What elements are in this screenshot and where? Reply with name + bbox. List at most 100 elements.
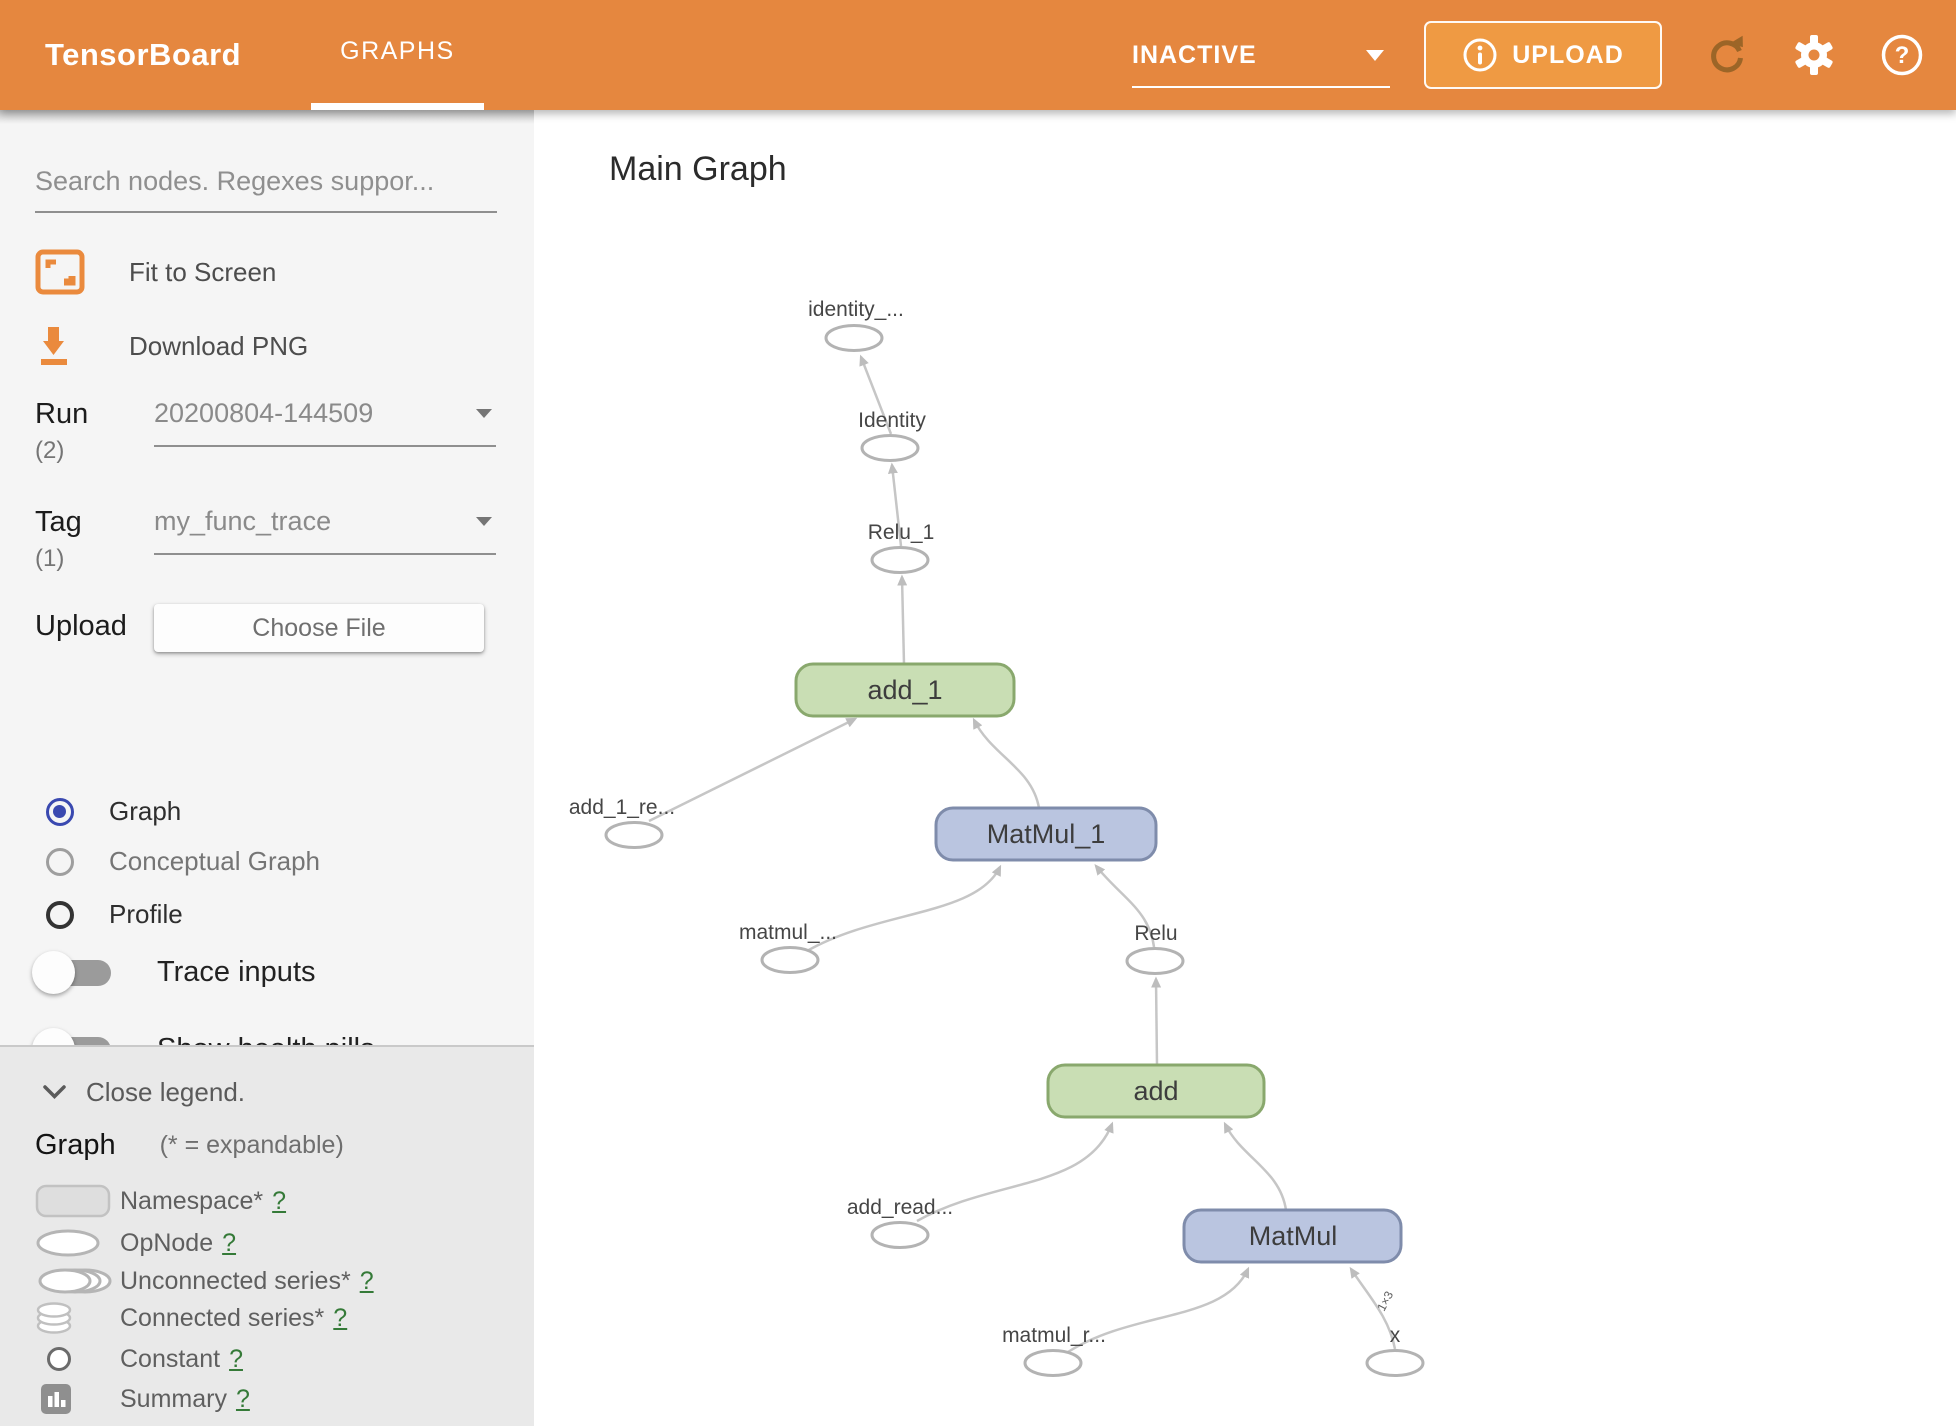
- constant-icon: [35, 1345, 125, 1373]
- fit-to-screen-label: Fit to Screen: [129, 256, 277, 287]
- node-add1-read-label: add_1_re...: [569, 796, 675, 819]
- help-icon: ?: [1881, 34, 1923, 76]
- node-add1[interactable]: [794, 662, 1016, 718]
- tag-select[interactable]: my_func_trace: [154, 506, 496, 555]
- node-matmul1[interactable]: [934, 806, 1158, 862]
- upload-button[interactable]: UPLOAD: [1424, 21, 1662, 89]
- chevron-down-icon: [476, 409, 492, 418]
- status-dropdown[interactable]: INACTIVE: [1132, 41, 1390, 88]
- refresh-button[interactable]: [1706, 34, 1748, 76]
- node-identity[interactable]: [860, 434, 920, 462]
- svg-text:?: ?: [1895, 42, 1910, 69]
- legend-item-constant: Constant?: [0, 1338, 534, 1380]
- node-identity-label: Identity: [858, 409, 926, 432]
- legend-item-connected-series: Connected series*?: [0, 1297, 534, 1339]
- tab-graphs[interactable]: GRAPHS: [311, 0, 484, 110]
- node-matmul1-read-label: matmul_...: [739, 921, 837, 944]
- main-graph-title: Main Graph: [609, 150, 787, 188]
- close-legend-label: Close legend.: [86, 1077, 245, 1107]
- edge-add1read-to-add1: [648, 717, 858, 823]
- trace-inputs-toggle[interactable]: Trace inputs: [32, 950, 316, 994]
- radio-graph-label: Graph: [109, 796, 182, 826]
- legend-constant-label: Constant: [120, 1344, 221, 1373]
- gear-icon: [1795, 35, 1833, 75]
- download-icon: [35, 323, 85, 369]
- choose-file-button[interactable]: Choose File: [154, 604, 484, 652]
- node-relu1[interactable]: [870, 546, 930, 574]
- node-add-read[interactable]: [870, 1221, 930, 1249]
- graph-namespace-nodes: add_1 MatMul_1 add MatMul: [794, 662, 1403, 1264]
- refresh-icon: [1711, 35, 1743, 73]
- node-add1-read[interactable]: [604, 821, 664, 849]
- edge-add-to-relu: [1151, 976, 1162, 1066]
- radio-graph[interactable]: Graph: [46, 796, 181, 827]
- header-shadow: [0, 110, 534, 124]
- legend-item-namespace: Namespace*?: [0, 1180, 534, 1222]
- download-png-label: Download PNG: [129, 330, 309, 361]
- legend-expandable-note: (* = expandable): [159, 1131, 344, 1159]
- summary-help-link[interactable]: ?: [235, 1384, 250, 1413]
- node-matmul[interactable]: [1182, 1208, 1403, 1264]
- status-dropdown-value: INACTIVE: [1132, 40, 1257, 69]
- node-add1-label: add_1: [867, 675, 942, 705]
- node-x[interactable]: [1365, 1349, 1425, 1377]
- namespace-help-link[interactable]: ?: [272, 1186, 287, 1215]
- app-logo: TensorBoard: [45, 37, 242, 72]
- node-matmul-read[interactable]: [1023, 1349, 1083, 1377]
- info-icon: [1463, 38, 1497, 72]
- node-relu[interactable]: [1125, 947, 1185, 975]
- node-matmul1-read[interactable]: [760, 946, 820, 974]
- chevron-down-icon: [476, 517, 492, 526]
- dataflow-graph[interactable]: 1×3 identity_... Identity Relu_1 add_1_r…: [534, 110, 1956, 1426]
- node-relu1-label: Relu_1: [868, 521, 935, 544]
- help-button[interactable]: ?: [1880, 33, 1924, 77]
- edge-relu1-to-identity: [887, 462, 903, 547]
- radio-unselected-icon: [46, 900, 74, 929]
- trace-inputs-label: Trace inputs: [157, 956, 316, 988]
- node-add-label: add: [1133, 1076, 1178, 1106]
- upload-button-label: UPLOAD: [1512, 40, 1624, 69]
- connected-series-icon: [35, 1302, 115, 1334]
- node-add[interactable]: [1046, 1063, 1266, 1119]
- run-select-value: 20200804-144509: [154, 398, 374, 428]
- legend-heading: Graph: [35, 1129, 116, 1161]
- legend-namespace-label: Namespace*: [120, 1186, 264, 1215]
- node-matmul-read-label: matmul_r...: [1002, 1324, 1106, 1347]
- fit-to-screen-button[interactable]: Fit to Screen: [35, 244, 276, 300]
- node-x-label: x: [1390, 1324, 1401, 1347]
- opnode-icon: [35, 1228, 115, 1258]
- edge-relu-to-matmul1: [1094, 864, 1156, 948]
- node-add-read-label: add_read...: [847, 1196, 953, 1219]
- edge-x-to-matmul: [1349, 1266, 1397, 1350]
- constant-help-link[interactable]: ?: [229, 1344, 243, 1373]
- radio-conceptual-graph[interactable]: Conceptual Graph: [46, 846, 320, 877]
- search-input[interactable]: [35, 166, 497, 213]
- edge-matmulread-to-matmul1: [806, 864, 1002, 953]
- node-identity-out[interactable]: [824, 324, 884, 352]
- radio-unselected-icon: [46, 847, 74, 876]
- legend-item-opnode: OpNode?: [0, 1222, 534, 1264]
- radio-selected-icon: [46, 797, 74, 826]
- legend-item-unconnected-series: Unconnected series*?: [0, 1260, 534, 1302]
- opnode-help-link[interactable]: ?: [222, 1228, 237, 1257]
- run-label: Run: [35, 398, 89, 430]
- graph-canvas[interactable]: Main Graph 1×3 identity_...: [534, 110, 1956, 1426]
- edge-matmulread2-to-matmul: [1067, 1266, 1250, 1354]
- run-select[interactable]: 20200804-144509: [154, 398, 496, 447]
- legend-opnode-label: OpNode: [120, 1228, 214, 1257]
- connected-series-help-link[interactable]: ?: [333, 1303, 348, 1332]
- fit-to-screen-icon: [35, 249, 85, 295]
- namespace-icon: [35, 1184, 115, 1218]
- unconnected-series-help-link[interactable]: ?: [359, 1266, 374, 1295]
- tab-graphs-label: GRAPHS: [340, 37, 455, 65]
- settings-button[interactable]: [1792, 33, 1836, 77]
- node-relu-label: Relu: [1134, 922, 1177, 945]
- radio-profile[interactable]: Profile: [46, 899, 183, 930]
- app-header: TensorBoard GRAPHS INACTIVE UPLOAD: [0, 0, 1956, 110]
- node-identity-out-label: identity_...: [808, 298, 904, 321]
- close-legend-button[interactable]: Close legend.: [43, 1077, 463, 1108]
- run-count: (2): [35, 437, 65, 464]
- node-matmul1-label: MatMul_1: [987, 819, 1106, 849]
- legend-item-summary: Summary?: [0, 1378, 534, 1420]
- download-png-button[interactable]: Download PNG: [35, 318, 308, 374]
